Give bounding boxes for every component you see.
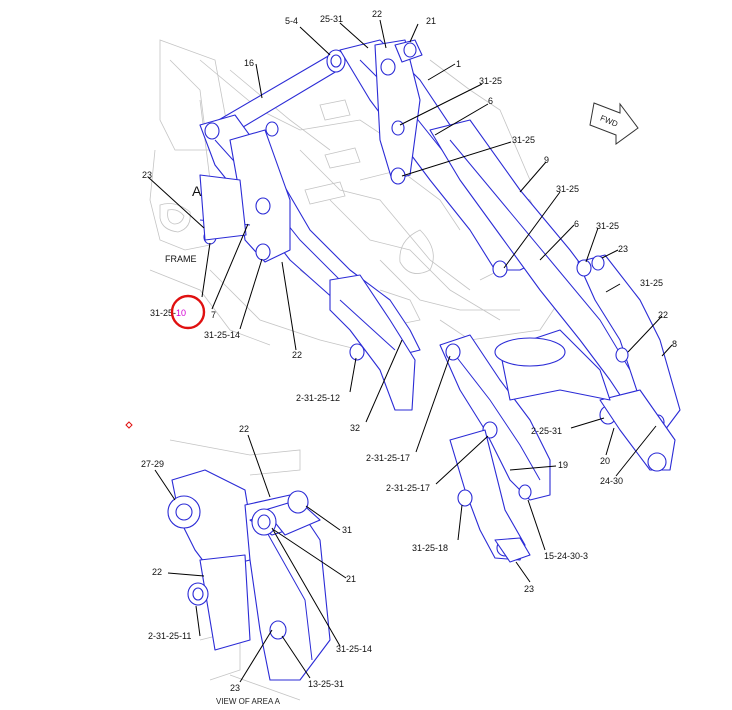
callout-22-mid: 22	[292, 350, 302, 360]
callout-6-b: 6	[574, 219, 579, 229]
detail-view: 22 27-29 31 22 21 2-31-25-11 31-25-14 23…	[141, 424, 372, 706]
callout-31-25-c: 31-25	[556, 184, 579, 194]
callout-A: A	[192, 183, 202, 199]
callout-19: 19	[558, 460, 568, 470]
leader-lines	[147, 19, 673, 583]
marker-diamond-icon	[125, 421, 133, 429]
callout-16: 16	[244, 58, 254, 68]
callout-31-25-18: 31-25-18	[412, 543, 448, 553]
callout-23-right: 23	[618, 244, 628, 254]
callout-2-31-25-12: 2-31-25-12	[296, 393, 340, 403]
callout-32: 32	[350, 423, 360, 433]
callout-6-a: 6	[488, 96, 493, 106]
detail-callout-31-25-14: 31-25-14	[336, 644, 372, 654]
main-callouts: 5-4 25-31 22 21 1 31-25 6 16 31-25 9 23 …	[142, 9, 677, 594]
callout-9: 9	[544, 155, 549, 165]
detail-callout-22-top: 22	[239, 424, 249, 434]
callout-1: 1	[456, 59, 461, 69]
callout-31-25-10-prefix: 31-25-	[150, 308, 176, 318]
detail-caption: VIEW OF AREA A	[216, 697, 281, 706]
callout-7: 7	[211, 310, 216, 320]
callout-22-top: 22	[372, 9, 382, 19]
callout-31-25-a: 31-25	[479, 76, 502, 86]
detail-callout-27-29: 27-29	[141, 459, 164, 469]
callout-24-30: 24-30	[600, 476, 623, 486]
detail-callout-13-25-31: 13-25-31	[308, 679, 344, 689]
callout-20: 20	[600, 456, 610, 466]
callout-21-top: 21	[426, 16, 436, 26]
detail-callout-31: 31	[342, 525, 352, 535]
red-circle-highlight-icon	[170, 294, 206, 330]
fwd-arrow-icon: FWD	[589, 102, 639, 145]
callout-31-25-14: 31-25-14	[204, 330, 240, 340]
detail-callout-22-left: 22	[152, 567, 162, 577]
bellcrank-link	[329, 274, 416, 411]
callout-31-25-d: 31-25	[596, 221, 619, 231]
frame-label: FRAME	[165, 254, 197, 264]
callout-15-24-30-3: 15-24-30-3	[544, 551, 588, 561]
right-long-arm	[429, 119, 681, 472]
callout-31-25-10-highlight: 10	[176, 308, 186, 318]
callout-2-31-25-17-a: 2-31-25-17	[366, 453, 410, 463]
detail-callout-21: 21	[346, 574, 356, 584]
detail-callout-2-31-25-11: 2-31-25-11	[148, 631, 191, 641]
callout-8: 8	[672, 339, 677, 349]
callout-2-25-31: 2-25-31	[531, 426, 562, 436]
callout-31-25-e: 31-25	[640, 278, 663, 288]
bottom-link	[449, 429, 531, 563]
detail-callout-23: 23	[230, 683, 240, 693]
callout-23-bottom: 23	[524, 584, 534, 594]
callout-31-25-10: 31-25-10	[150, 308, 186, 318]
callout-2-31-25-17-b: 2-31-25-17	[386, 483, 430, 493]
callout-5-4: 5-4	[285, 16, 298, 26]
callout-23-left: 23	[142, 170, 152, 180]
callout-25-31: 25-31	[320, 14, 343, 24]
callout-31-25-b: 31-25	[512, 135, 535, 145]
callout-22-right: 22	[658, 310, 668, 320]
lower-center-arm	[439, 329, 611, 501]
